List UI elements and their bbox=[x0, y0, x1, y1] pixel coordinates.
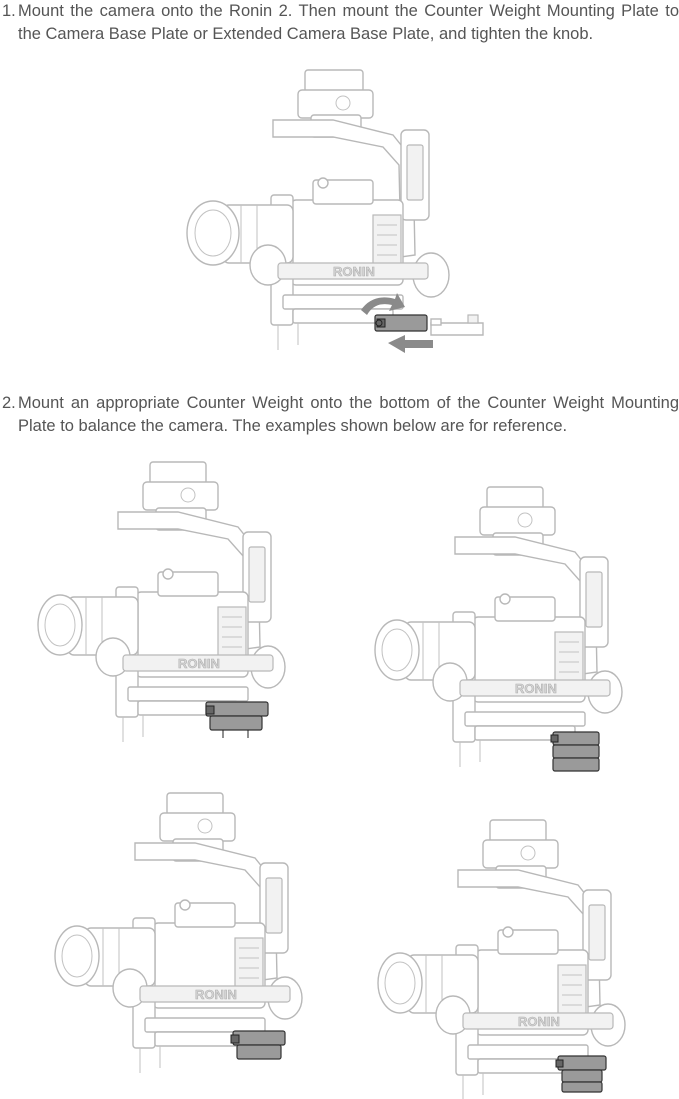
brand-label: RONIN bbox=[178, 656, 220, 671]
step-2-text: Mount an appropriate Counter Weight onto… bbox=[18, 394, 679, 435]
step-1-number: 1. bbox=[2, 2, 16, 20]
counter-weight bbox=[555, 1055, 607, 1093]
counter-weight bbox=[550, 731, 600, 772]
counter-weight-mounting-plate bbox=[374, 314, 428, 332]
figure-step-2-example-3: RONIN bbox=[54, 792, 303, 1074]
figure-step-2-example-1: RONIN bbox=[37, 461, 286, 743]
counter-weight bbox=[205, 701, 269, 738]
loose-mounting-plate bbox=[430, 314, 484, 336]
push-arrow-icon bbox=[388, 335, 433, 353]
brand-label: RONIN bbox=[518, 1014, 560, 1029]
figure-step-1-gimbal: RONIN bbox=[186, 69, 484, 353]
step-2: 2. Mount an appropriate Counter Weight o… bbox=[0, 392, 679, 438]
brand-label: RONIN bbox=[333, 264, 375, 279]
step-1-text: Mount the camera onto the Ronin 2. Then … bbox=[18, 2, 679, 43]
counter-weight bbox=[230, 1030, 286, 1060]
figure-step-2-example-2: RONIN bbox=[374, 486, 623, 772]
figure-step-2-example-4: RONIN bbox=[377, 819, 626, 1099]
rotate-arrow-icon bbox=[361, 293, 405, 315]
gimbal-illustration bbox=[374, 486, 623, 768]
step-1: 1. Mount the camera onto the Ronin 2. Th… bbox=[0, 0, 679, 46]
brand-label: RONIN bbox=[515, 681, 557, 696]
brand-label: RONIN bbox=[195, 987, 237, 1002]
gimbal-illustration bbox=[37, 461, 286, 743]
gimbal-illustration: RONIN bbox=[186, 69, 450, 350]
step-2-number: 2. bbox=[2, 394, 16, 412]
